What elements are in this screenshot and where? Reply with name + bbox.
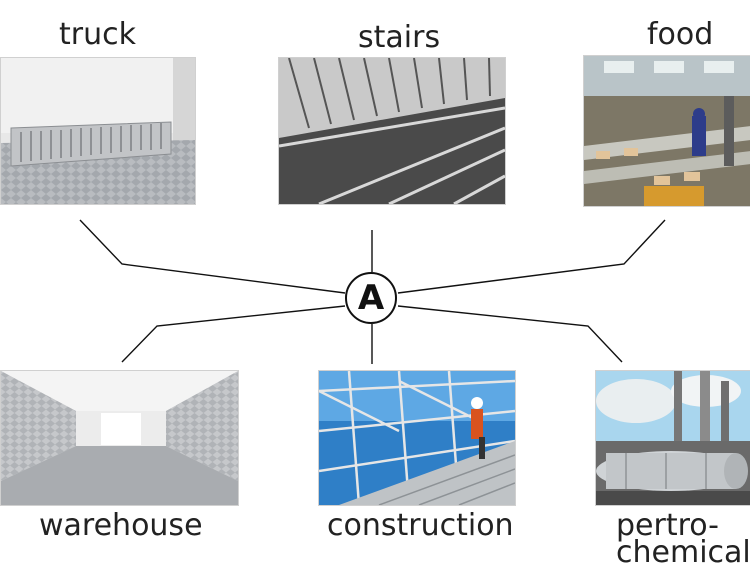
label-truck: truck <box>59 17 136 52</box>
hub-circle: A <box>345 272 397 324</box>
label-stairs: stairs <box>358 20 441 55</box>
stair-treads-photo <box>278 57 506 205</box>
food-factory-photo <box>583 55 750 207</box>
connector-truck <box>79 219 346 294</box>
label-warehouse: warehouse <box>39 508 203 543</box>
label-food: food <box>647 17 714 52</box>
connector-warehouse <box>121 305 346 363</box>
hub-letter: A <box>357 278 385 318</box>
petrochemical-plant-photo <box>595 370 750 506</box>
connector-food <box>397 219 666 294</box>
warehouse-interior-photo <box>0 370 239 506</box>
construction-worker-photo <box>318 370 516 506</box>
connector-petrochemical <box>397 305 623 363</box>
label-construction: construction <box>327 508 514 543</box>
label-petrochemical-line2: chemical <box>616 535 750 570</box>
truck-floor-plate-photo <box>0 57 196 205</box>
label-petrochemical-line1: pertro- <box>616 508 720 543</box>
